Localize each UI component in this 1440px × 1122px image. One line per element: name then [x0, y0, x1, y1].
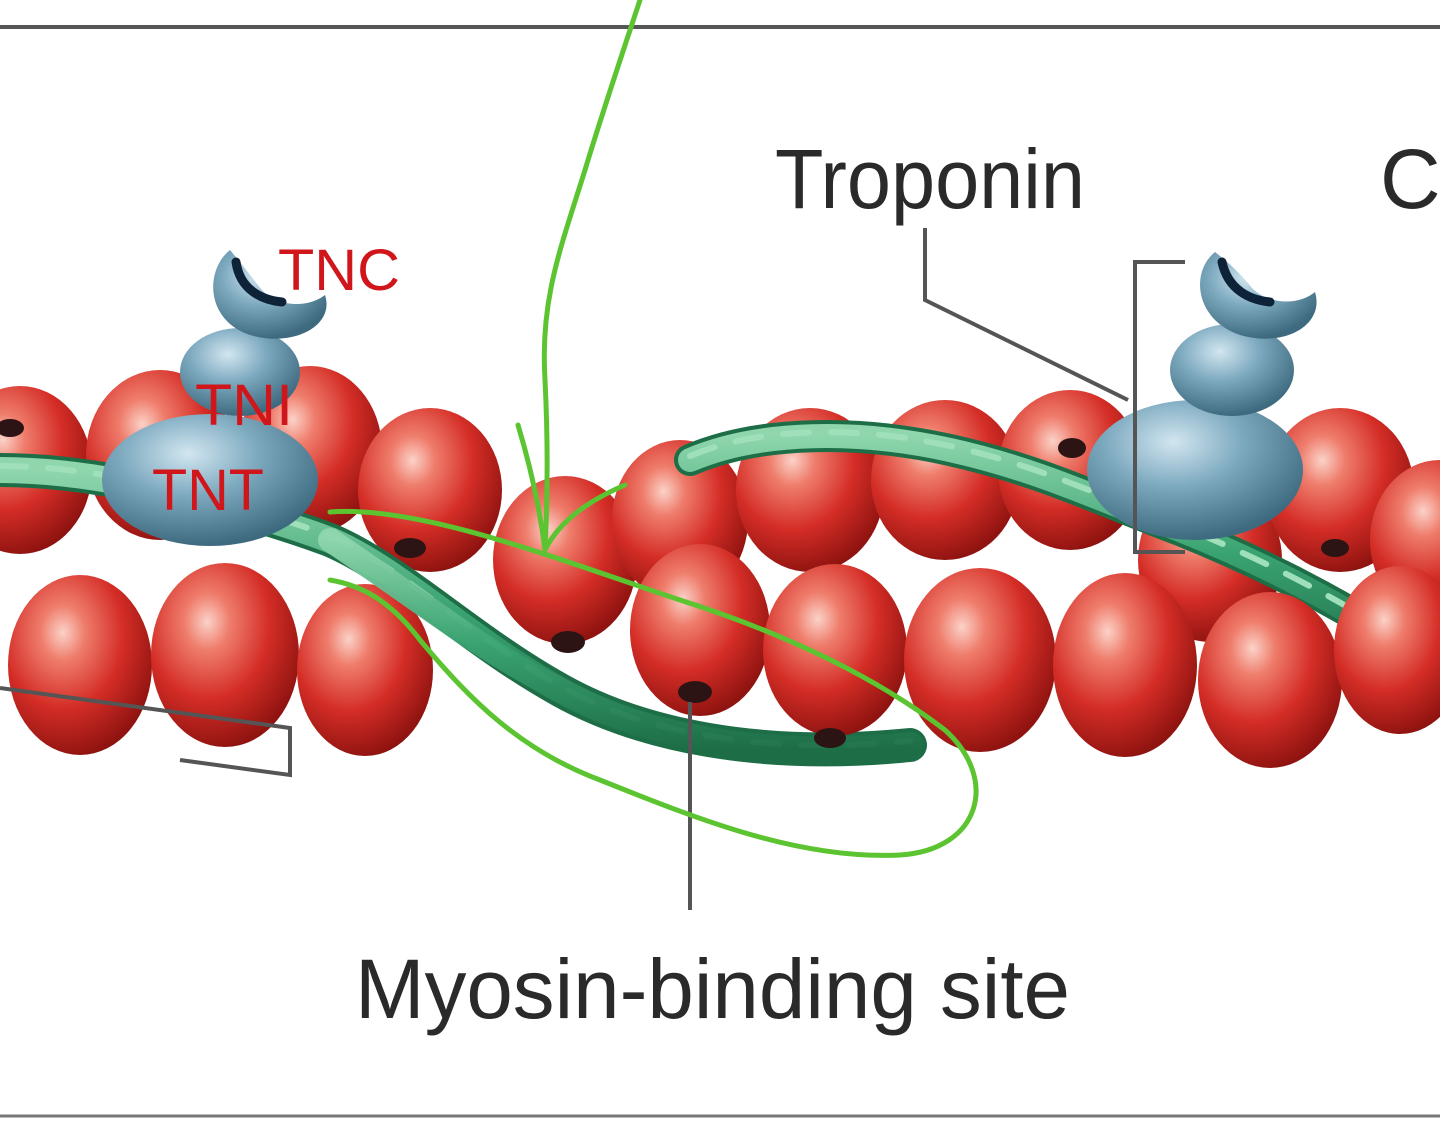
troponin-t-subunit [1087, 400, 1303, 540]
actin-monomer [8, 575, 152, 755]
left-bracket-fragment [0, 686, 292, 778]
cut-off-label: C [1380, 132, 1440, 226]
troponin-label: Troponin [775, 132, 1085, 226]
binding-site-dot [678, 681, 712, 703]
actin-monomer [1198, 592, 1342, 768]
binding-site-dot [1058, 438, 1086, 458]
hand-drawn-annotation [327, 0, 979, 858]
myosin-binding-site-label: Myosin-binding site [355, 942, 1070, 1036]
actin-monomer [871, 400, 1019, 560]
actin-filament-front [8, 544, 1440, 768]
binding-site-dot [1321, 539, 1349, 557]
actin-monomer [763, 564, 907, 736]
troponin-i-subunit [180, 328, 300, 416]
actin-monomer [630, 544, 770, 716]
binding-site-dot [551, 631, 585, 653]
tni-label: TNI [195, 373, 293, 438]
tropomyosin-front-segment [318, 528, 922, 762]
actin-monomer [151, 563, 299, 747]
binding-site-dot [814, 728, 846, 748]
troponin-bracket [923, 228, 1185, 554]
actin-monomer [904, 568, 1056, 752]
binding-site-dot [0, 419, 24, 437]
troponin-t-subunit [102, 414, 318, 546]
annotation-loop [327, 508, 979, 858]
troponin-i-subunit [1170, 324, 1294, 416]
annotation-arrowhead [515, 422, 628, 553]
tnc-label: TNC [278, 238, 400, 303]
troponin-complex-left [102, 250, 327, 546]
myosin-binding-sites [0, 419, 1349, 748]
actin-monomer [1334, 566, 1440, 734]
actin-monomer [297, 584, 433, 756]
annotation-arrow-line [541, 0, 643, 551]
actin-monomer [1053, 573, 1197, 757]
troponin-complex-right [1087, 252, 1317, 540]
tnt-label: TNT [152, 458, 264, 523]
binding-site-dot [394, 538, 426, 558]
